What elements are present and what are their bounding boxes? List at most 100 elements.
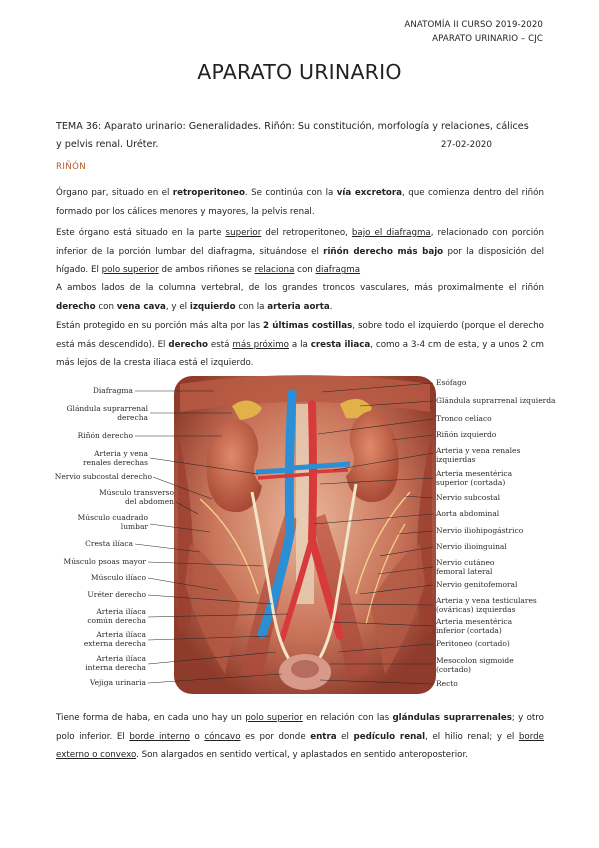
label-right-adrenal: Glándula suprarrenal derecha (66, 404, 148, 422)
label-lateral-femoral-cutaneous: Nervio cutáneo femoral lateral (436, 558, 495, 576)
text-underlined: polo superior (245, 713, 303, 723)
label-urinary-bladder: Vejiga urinaria (89, 678, 146, 687)
label-right-subcostal-nerve: Nervio subcostal derecho (54, 472, 152, 481)
label-iliacus: Músculo ilíaco (90, 573, 146, 582)
text-bold: derecho (168, 339, 208, 350)
label-celiac-trunk: Tronco celíaco (436, 414, 492, 423)
text-run: Están protegido en su porción más alta p… (56, 321, 264, 331)
text-run: por la disposición del hígado. El (56, 246, 544, 276)
text-bold: vena cava (116, 301, 166, 312)
text-underlined: relaciona (254, 265, 295, 276)
text-bold: 2 últimas costillas (263, 321, 353, 331)
text-run: del retroperitoneo, (261, 228, 352, 238)
text-underlined: bajo el diafragma (351, 228, 431, 238)
text-run: Órgano par, situado en el (56, 188, 173, 198)
text-run: , relacionado con porción inferior de la… (56, 228, 544, 257)
text-underlined: superior (225, 228, 262, 238)
text-bold: riñón derecho más bajo (323, 246, 444, 257)
text-underlined: borde externo o convexo (56, 731, 545, 761)
label-left-adrenal: Glándula suprarrenal izquierda (436, 396, 556, 405)
text-bold: vía excretora (336, 188, 403, 198)
label-esophagus: Esófago (436, 378, 467, 387)
topic-line-1: TEMA 36: Aparato urinario: Generalidades… (56, 121, 529, 132)
paragraph-5: Tiene forma de haba, en cada uno hay un … (56, 709, 544, 765)
label-ilioinguinal-nerve: Nervio ilioinguinal (436, 542, 507, 551)
topic-heading: TEMA 36: Aparato urinario: Generalidades… (56, 118, 545, 154)
text-run: con (294, 265, 316, 276)
paragraph-4: Están protegido en su porción más alta p… (56, 317, 544, 373)
left-ureter (314, 483, 358, 665)
text-run: Este órgano está situado en la parte (56, 228, 226, 238)
text-run: A ambos lados de la columna vertebral, d… (56, 283, 544, 293)
text-run: a la (288, 339, 311, 350)
text-bold: pedículo renal (353, 731, 426, 742)
left-kidney (346, 411, 399, 503)
label-left-kidney: Riñón izquierdo (436, 430, 497, 439)
text-run: ; y otro polo inferior. El (56, 713, 544, 742)
label-superior-mesenteric: Arteria mesentérica superior (cortada) (436, 469, 513, 487)
page-header: ANATOMÍA II CURSO 2019-2020 APARATO URIN… (404, 18, 543, 46)
urinary-system-illustration (134, 375, 436, 694)
text-run: el (336, 731, 354, 742)
label-right-external-iliac: Arteria ilíaca externa derecha (83, 630, 146, 648)
text-run: de ambos riñones se (158, 265, 255, 276)
label-left-testicular-vessels: Arteria y vena testiculares (ováricas) i… (436, 596, 537, 614)
header-subject: APARATO URINARIO – CJC (432, 34, 543, 44)
label-iliohypogastric-nerve: Nervio iliohipogástrico (436, 526, 524, 535)
text-run: . Son alargados en sentido vertical, y a… (136, 750, 468, 761)
text-run: está (207, 339, 233, 350)
right-kidney (206, 419, 262, 513)
text-run: con (95, 301, 117, 312)
text-run: en relación con las (302, 713, 393, 723)
label-subcostal-nerve: Nervio subcostal (436, 493, 501, 502)
label-text: Arteria mesentérica superior (cortada) (436, 469, 513, 487)
text-bold: arteria aorta (267, 301, 330, 312)
text-run: Tiene forma de haba, en cada uno hay un (56, 713, 246, 723)
label-right-internal-iliac: Arteria ilíaca interna derecha (85, 654, 146, 672)
section-heading: RIÑÓN (56, 162, 87, 172)
text-bold: cresta iliaca (310, 339, 371, 350)
text-run: o (189, 731, 205, 742)
label-right-ureter: Uréter derecho (87, 590, 146, 599)
label-psoas-major: Músculo psoas mayor (63, 557, 146, 566)
text-run: , el hilio renal; y el (425, 731, 519, 742)
text-run: , sobre todo el izquierdo (porque el der… (56, 321, 544, 350)
text-run: es por donde (240, 731, 311, 742)
header-course: ANATOMÍA II CURSO 2019-2020 (404, 20, 543, 30)
text-underlined: cóncavo (204, 731, 241, 742)
text-bold: entra (310, 731, 337, 742)
paragraph-3: A ambos lados de la columna vertebral, d… (56, 279, 544, 316)
text-underlined: borde interno (129, 731, 190, 742)
topic-date: 27-02-2020 (440, 140, 492, 150)
label-genitofemoral-nerve: Nervio genitofemoral (436, 580, 518, 589)
text-run: , como a 3-4 cm de esta, y a unos 2 cm m… (56, 339, 544, 369)
label-left-renal-vessels: Arteria y vena renales izquierdas (436, 446, 521, 464)
label-sigmoid-mesocolon: Mesocolon sigmoide (cortado) (436, 656, 514, 674)
paragraph-2: Este órgano está situado en la parte sup… (56, 224, 544, 280)
text-run: . (329, 301, 333, 312)
text-bold: retroperitoneo (172, 188, 245, 198)
label-rectum: Recto (436, 679, 458, 688)
text-bold: izquierdo (189, 301, 236, 312)
label-right-kidney: Riñón derecho (77, 431, 133, 440)
label-iliac-crest: Cresta ilíaca (85, 539, 133, 548)
topic-line-2: y pelvis renal. Uréter. (56, 139, 159, 150)
text-bold: glándulas suprarrenales (392, 713, 512, 723)
right-adrenal-gland (232, 400, 262, 420)
text-underlined: diafragma (315, 265, 361, 276)
text-underlined: más próximo (232, 339, 289, 350)
label-right-common-iliac: Arteria ilíaca común derecha (87, 607, 146, 625)
text-run: , y el (165, 301, 190, 312)
label-right-renal-vessels: Arteria y vena renales derechas (82, 449, 148, 467)
label-diaphragm: Diafragma (92, 386, 133, 395)
page-title: APARATO URINARIO (197, 60, 402, 84)
label-peritoneum: Peritoneo (cortado) (436, 639, 510, 648)
text-run: . Se continúa con la (244, 188, 337, 198)
text-underlined: polo superior (101, 265, 159, 276)
label-quadratus-lumborum: Músculo cuadrado lumbar (77, 513, 148, 531)
label-transversus-abdominis: Músculo transverso del abdomen (98, 488, 174, 506)
text-run: con la (235, 301, 268, 312)
label-abdominal-aorta: Aorta abdominal (436, 509, 500, 518)
text-bold: derecho (56, 301, 96, 312)
